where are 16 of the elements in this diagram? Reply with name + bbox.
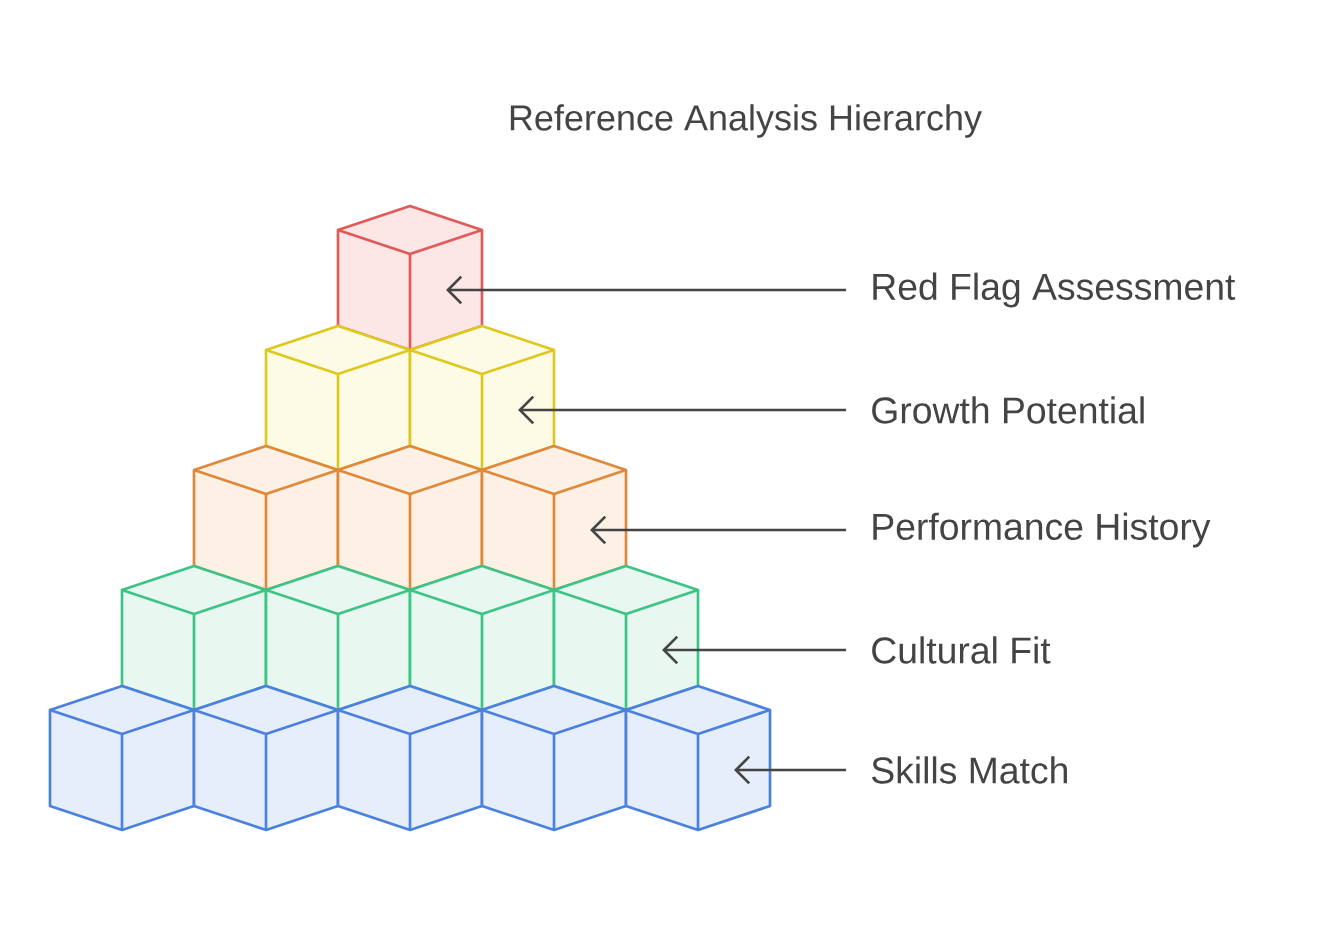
cube <box>48 684 196 832</box>
label-text: Cultural Fit <box>872 636 1051 664</box>
cube <box>336 684 484 832</box>
arrow <box>590 515 846 545</box>
cube <box>480 684 628 832</box>
cube <box>192 684 340 832</box>
arrow <box>518 395 846 425</box>
cube <box>624 684 772 832</box>
arrow <box>734 755 846 785</box>
label-text: Red Flag Assessment <box>873 272 1236 308</box>
label-text: Skills Match <box>871 756 1067 784</box>
title: Reference Analysis Hierarchy <box>510 104 982 138</box>
arrow <box>446 275 846 305</box>
label-text: Performance History <box>873 512 1211 548</box>
label-text: Growth Potential <box>872 396 1144 424</box>
arrow <box>662 635 846 665</box>
